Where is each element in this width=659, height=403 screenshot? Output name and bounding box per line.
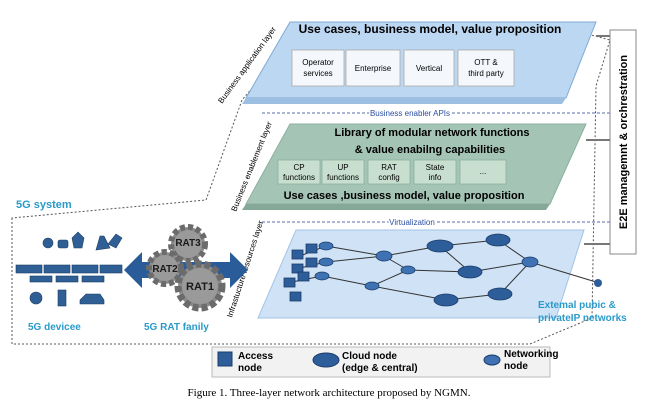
svg-text:RAT3: RAT3 <box>175 238 201 249</box>
svg-text:OTT &: OTT & <box>474 58 498 67</box>
svg-text:services: services <box>303 69 332 78</box>
svg-text:node: node <box>238 363 262 374</box>
device-icons <box>15 231 123 307</box>
svg-text:RAT: RAT <box>381 163 397 172</box>
business-application-layer: Use cases, business model, value proposi… <box>216 21 597 105</box>
e2e-orchestration-bar: E2E managemnt & orchrestration <box>584 29 637 255</box>
svg-text:Networking: Networking <box>504 349 558 360</box>
virtualization-label: Virtualization <box>389 218 435 227</box>
app-box-enterprise: Enterprise <box>345 49 401 87</box>
svg-text:Operator: Operator <box>302 58 334 67</box>
enablement-title-2: & value enabilng capabilities <box>355 144 505 156</box>
app-box-vertical: Vertical <box>403 49 455 87</box>
svg-text:info: info <box>429 173 442 182</box>
gear-rat1: RAT1 <box>174 260 226 312</box>
svg-text:CP: CP <box>293 163 304 172</box>
svg-text:node: node <box>504 361 528 372</box>
function-cp: CP functions <box>277 159 321 185</box>
gear-rat2: RAT2 <box>146 249 184 287</box>
svg-text:Enterprise: Enterprise <box>355 64 392 73</box>
rat-gears: RAT3 RAT2 RAT1 <box>146 224 226 312</box>
svg-text:Access: Access <box>238 351 273 362</box>
function-more: ... <box>459 159 507 185</box>
svg-text:functions: functions <box>283 173 315 182</box>
external-networks-line2: privateIP networks <box>538 313 627 324</box>
gear-rat3: RAT3 <box>168 224 208 264</box>
svg-text:RAT2: RAT2 <box>152 264 178 275</box>
app-box-ott: OTT & third party <box>457 49 515 87</box>
svg-text:Vertical: Vertical <box>416 64 442 73</box>
e2e-orchestration-label: E2E managemnt & orchrestration <box>618 55 630 229</box>
svg-text:(edge & central): (edge & central) <box>342 363 418 374</box>
app-box-operator: Operator services <box>291 49 345 87</box>
svg-text:UP: UP <box>337 163 348 172</box>
svg-text:config: config <box>378 173 399 182</box>
legend-access-node: Access node <box>217 351 273 374</box>
function-up: UP functions <box>321 159 365 185</box>
svg-text:RAT1: RAT1 <box>186 281 214 293</box>
5g-devices-label: 5G devicee <box>28 322 81 333</box>
business-enabler-apis-label: Business enabler APIs <box>370 109 450 118</box>
external-networks-line1: Extemal pubic & <box>538 300 616 311</box>
external-network-endpoint <box>594 279 602 287</box>
svg-text:third party: third party <box>468 69 504 78</box>
legend: Access node Cloud node (edge & central) … <box>211 346 558 378</box>
function-state-info: State info <box>413 159 457 185</box>
business-application-title: Use cases, business model, value proposi… <box>299 22 562 36</box>
function-rat-config: RAT config <box>367 159 411 185</box>
5g-rat-family-label: 5G RAT fanily <box>144 322 209 333</box>
business-enablement-layer: Library of modular network functions & v… <box>230 120 587 213</box>
svg-text:...: ... <box>480 167 487 176</box>
figure-caption: Figure 1. Three-layer network architectu… <box>188 387 471 399</box>
legend-cloud-node: Cloud node (edge & central) <box>312 351 418 374</box>
svg-text:functions: functions <box>327 173 359 182</box>
enablement-bottom-title: Use cases ,business model, value proposi… <box>284 190 525 202</box>
5g-system-label: 5G system <box>16 199 72 211</box>
svg-text:Cloud node: Cloud node <box>342 351 397 362</box>
enablement-title-1: Library of modular network functions <box>335 127 530 139</box>
svg-text:State: State <box>426 163 445 172</box>
legend-networking-node: Networking node <box>483 349 558 372</box>
